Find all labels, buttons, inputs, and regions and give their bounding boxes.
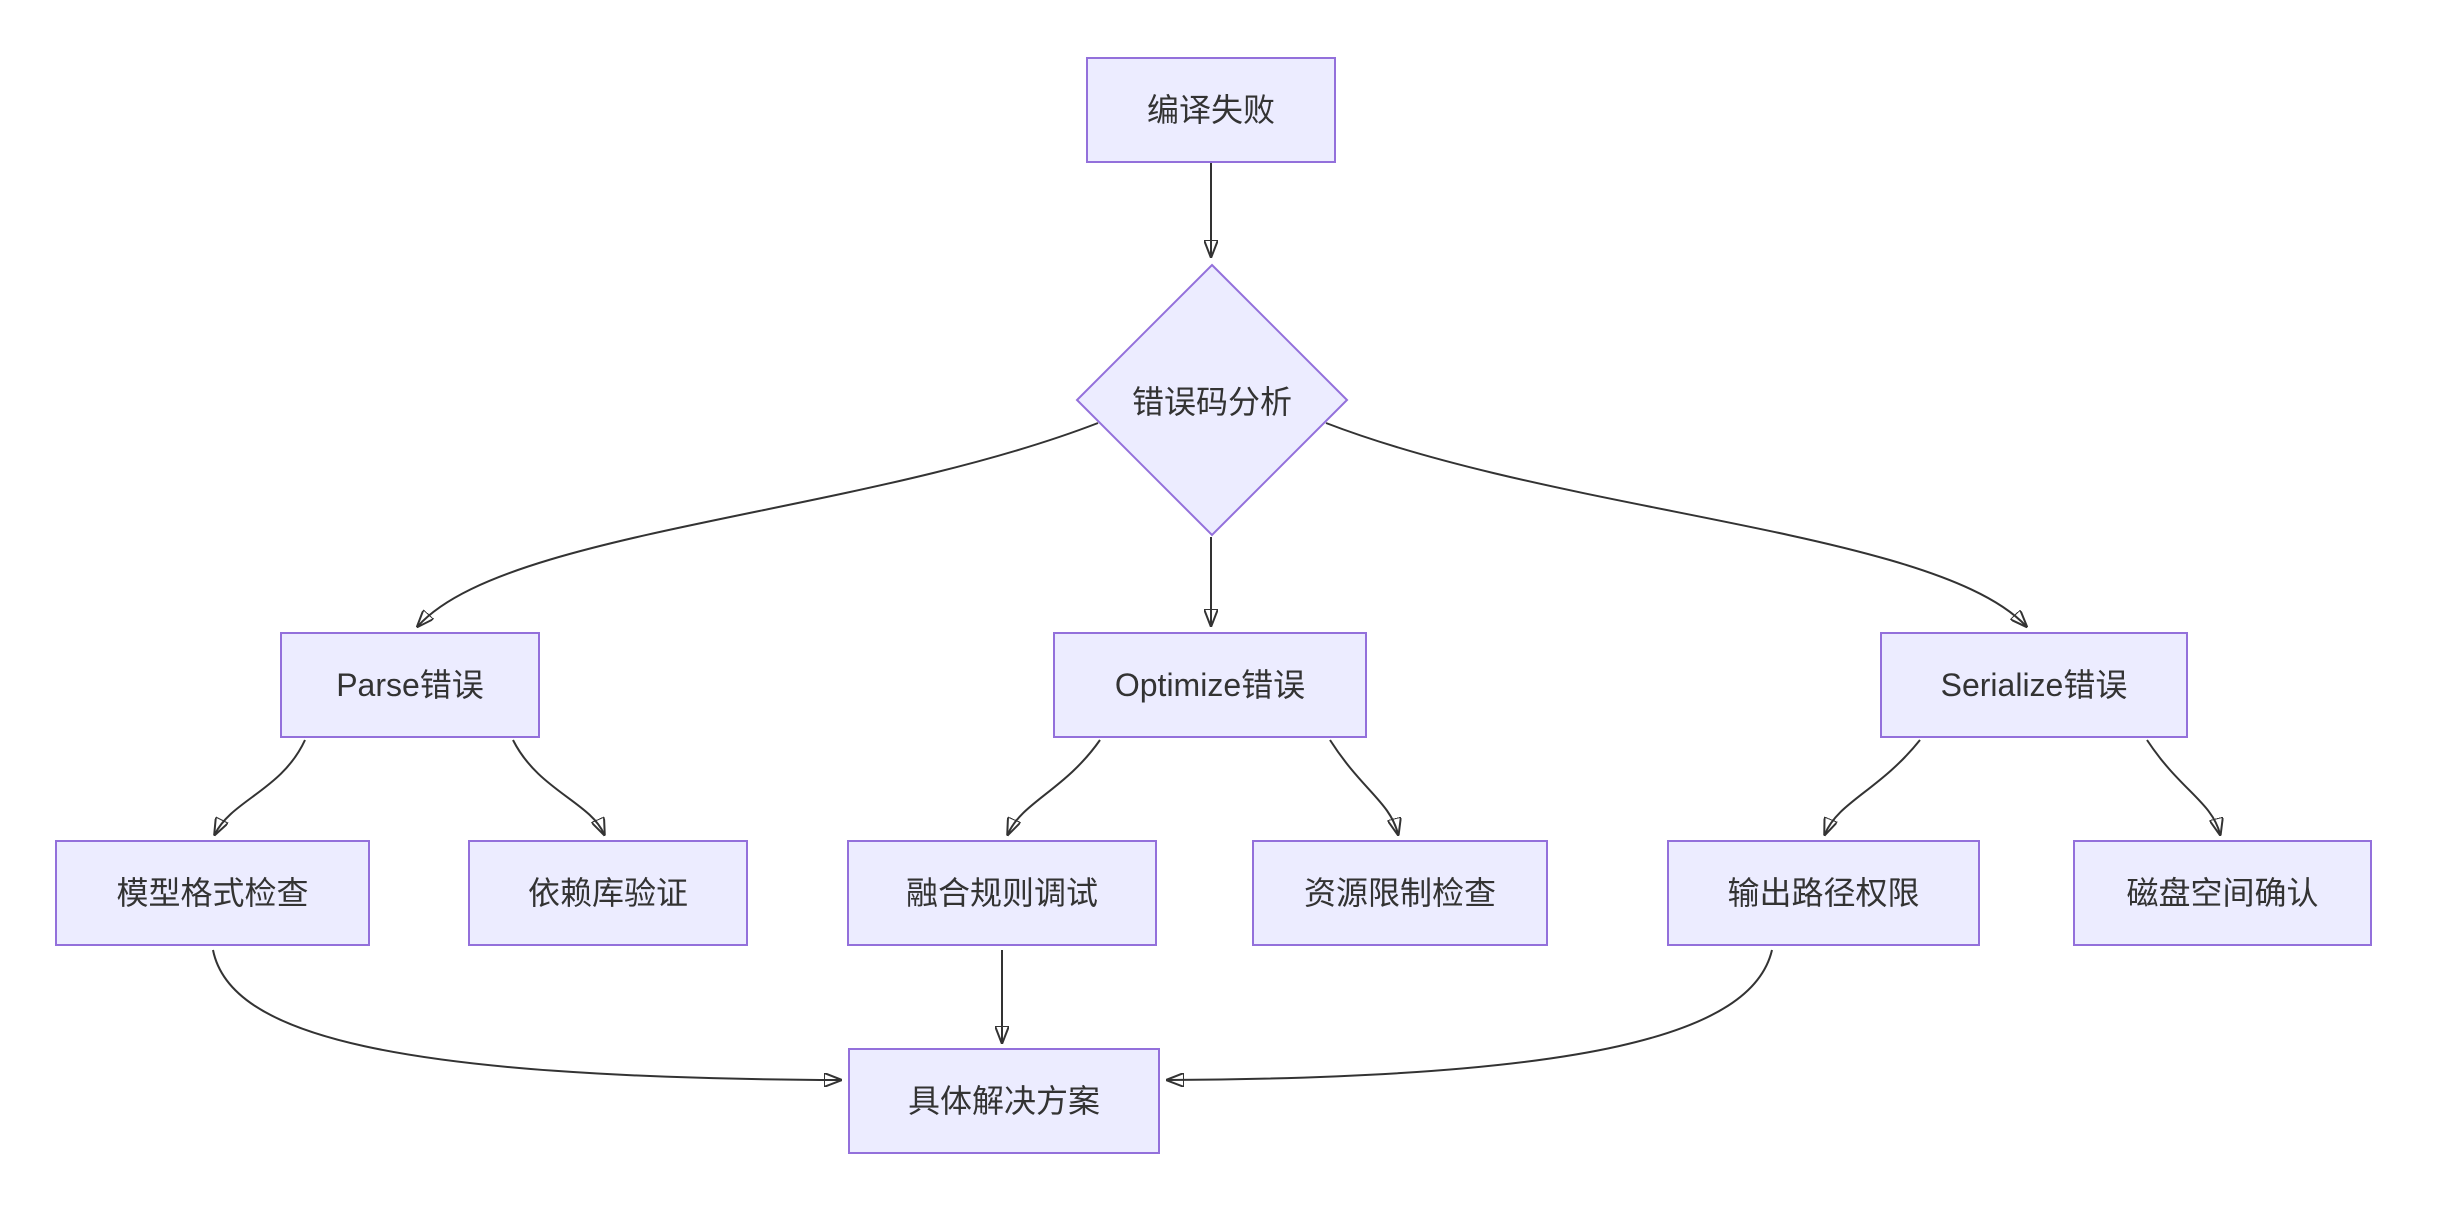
edge-parse-to-model-format xyxy=(215,739,306,834)
edge-analysis-to-serialize xyxy=(1325,422,2026,626)
edge-serialize-to-disk xyxy=(2146,739,2220,834)
edge-model-format-to-solution xyxy=(212,949,840,1080)
node-label-dependency-lib-verify: 依赖库验证 xyxy=(527,874,688,911)
edge-output-to-solution xyxy=(1168,949,1773,1080)
node-label-optimize-error: Optimize错误 xyxy=(1114,666,1306,703)
node-disk-space-confirm: 磁盘空间确认 xyxy=(2073,840,2372,946)
node-serialize-error: Serialize错误 xyxy=(1880,632,2188,738)
node-solution: 具体解决方案 xyxy=(848,1048,1160,1154)
node-resource-limit-check: 资源限制检查 xyxy=(1252,840,1548,946)
node-label-model-format-check: 模型格式检查 xyxy=(116,874,309,911)
edge-analysis-to-parse xyxy=(418,422,1099,626)
node-output-path-permission: 输出路径权限 xyxy=(1667,840,1980,946)
edge-parse-to-dependency xyxy=(512,739,604,834)
node-optimize-error: Optimize错误 xyxy=(1053,632,1367,738)
node-label-resource-limit-check: 资源限制检查 xyxy=(1303,874,1496,911)
node-label-fusion-rule-debug: 融合规则调试 xyxy=(905,874,1098,911)
node-error-code-analysis: 错误码分析 xyxy=(1075,263,1349,537)
diamond-shape-icon xyxy=(1075,263,1349,537)
node-label-parse-error: Parse错误 xyxy=(336,666,484,703)
node-model-format-check: 模型格式检查 xyxy=(55,840,370,946)
node-fusion-rule-debug: 融合规则调试 xyxy=(847,840,1157,946)
node-dependency-lib-verify: 依赖库验证 xyxy=(468,840,748,946)
edge-optimize-to-resource xyxy=(1329,739,1398,834)
node-parse-error: Parse错误 xyxy=(280,632,540,738)
node-label-compile-failure: 编译失败 xyxy=(1146,91,1275,128)
node-label-disk-space-confirm: 磁盘空间确认 xyxy=(2126,874,2319,911)
node-label-serialize-error: Serialize错误 xyxy=(1940,666,2128,703)
edge-optimize-to-fusion xyxy=(1008,739,1101,834)
node-compile-failure: 编译失败 xyxy=(1086,57,1336,163)
node-label-solution: 具体解决方案 xyxy=(907,1082,1100,1119)
node-label-error-code-analysis: 错误码分析 xyxy=(1131,384,1292,420)
node-label-output-path-permission: 输出路径权限 xyxy=(1727,874,1920,911)
edge-serialize-to-output xyxy=(1825,739,1921,834)
